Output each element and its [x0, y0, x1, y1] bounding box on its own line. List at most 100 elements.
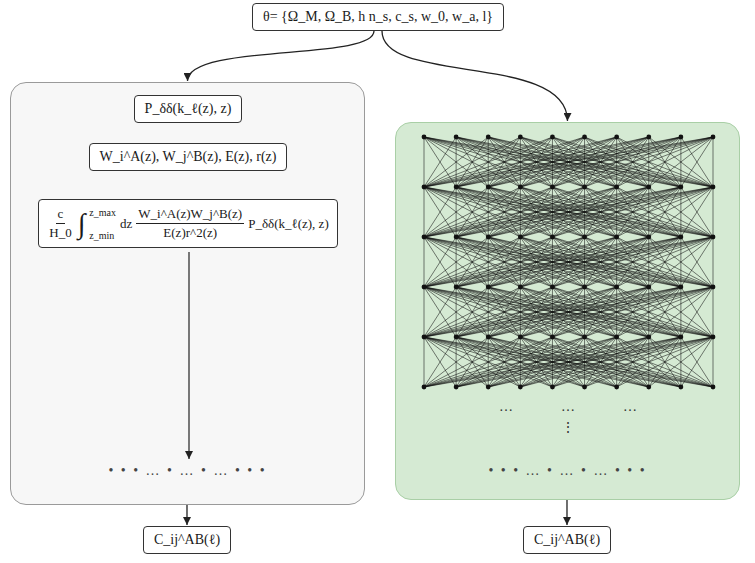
network-neuron — [518, 285, 523, 290]
network-weight — [424, 187, 552, 237]
network-weight — [713, 237, 714, 287]
network-weight — [552, 137, 713, 187]
flow-arrow — [188, 252, 189, 459]
network-neuron — [550, 235, 555, 240]
network-weight — [520, 237, 713, 287]
network-weight — [424, 137, 681, 187]
power-spectrum: P_δδ(k_ℓ(z), z) — [248, 216, 329, 232]
network-weight — [649, 137, 713, 187]
fraction: cH_0 — [47, 206, 73, 241]
network-neuron — [711, 335, 716, 340]
network-weight — [617, 187, 713, 237]
network-neuron — [454, 185, 459, 190]
network-neuron — [678, 335, 683, 340]
network-weight — [424, 337, 552, 387]
network-weight — [424, 187, 456, 237]
network-weight — [424, 187, 456, 237]
numerator: c — [56, 206, 66, 224]
network-weight — [520, 137, 713, 187]
network-neuron — [711, 135, 716, 140]
network-weight — [424, 137, 649, 187]
network-neuron — [486, 135, 491, 140]
network-weight — [424, 287, 585, 337]
network-weight — [713, 337, 714, 387]
network-neuron — [550, 185, 555, 190]
network-weight — [424, 337, 681, 387]
network-weight — [649, 137, 713, 187]
network-weight — [552, 337, 713, 387]
box-text: P_δδ(k_ℓ(z), z) — [145, 101, 232, 116]
network-weight — [424, 237, 520, 287]
network-weight — [681, 187, 713, 237]
network-weight — [424, 287, 713, 337]
network-neuron — [711, 185, 716, 190]
network-weight — [681, 237, 713, 287]
network-weight — [424, 237, 425, 287]
network-weight — [488, 137, 713, 187]
network-weight — [681, 337, 713, 387]
network-weight — [585, 237, 713, 287]
network-weight — [713, 187, 714, 237]
box-text: C_ij^AB(ℓ) — [534, 532, 600, 547]
network-neuron — [486, 185, 491, 190]
network-weight — [424, 287, 425, 337]
network-weight — [681, 287, 713, 337]
network-weight — [617, 287, 713, 337]
network-neuron — [711, 235, 716, 240]
network-weight — [552, 337, 713, 387]
fraction: W_i^A(z)W_j^B(z)E(z)r^2(z) — [136, 206, 244, 241]
model-panel: • • • … • … • … • • •………⋮ — [395, 122, 740, 500]
network-weight — [681, 137, 713, 187]
output-box: C_ij^AB(ℓ) — [523, 526, 611, 554]
flow-arrow — [186, 505, 187, 525]
network-neuron — [550, 385, 555, 390]
network-weight — [617, 137, 713, 187]
network-weight — [552, 237, 713, 287]
network-weight — [424, 287, 585, 337]
network-weight — [424, 137, 520, 187]
upper-limit: z_max — [89, 207, 116, 218]
network-neuron — [422, 285, 427, 290]
network-neuron — [646, 335, 651, 340]
network-weight — [424, 337, 649, 387]
network-weight — [617, 187, 713, 237]
network-weight — [424, 187, 520, 237]
network-weight — [424, 337, 520, 387]
network-weight — [424, 187, 649, 237]
network-weight — [552, 187, 713, 237]
network-weight — [424, 187, 585, 237]
network-weight — [424, 287, 617, 337]
box-text: W_i^A(z), W_j^B(z), E(z), r(z) — [100, 149, 277, 164]
network-weight — [552, 287, 713, 337]
process-box: W_i^A(z), W_j^B(z), E(z), r(z) — [89, 143, 288, 171]
flow-arrow — [382, 31, 568, 121]
network-weight — [424, 337, 617, 387]
network-weight — [424, 287, 617, 337]
network-neuron — [454, 335, 459, 340]
network-weight — [488, 287, 713, 337]
network-neuron — [422, 135, 427, 140]
network-weight — [424, 337, 456, 387]
network-weight — [424, 137, 617, 187]
network-weight — [488, 137, 713, 187]
network-weight — [424, 287, 713, 337]
network-weight — [585, 287, 713, 337]
network-weight — [552, 137, 713, 187]
network-weight — [424, 337, 713, 387]
network-weight — [585, 287, 713, 337]
network-weight — [424, 287, 456, 337]
network-neuron — [614, 285, 619, 290]
flow-arrow — [566, 500, 567, 525]
network-weight — [456, 137, 713, 187]
network-neuron — [486, 385, 491, 390]
network-weight — [488, 237, 713, 287]
network-neuron — [582, 185, 587, 190]
network-weight — [424, 237, 681, 287]
network-neuron — [582, 235, 587, 240]
network-weight — [424, 287, 520, 337]
network-neuron — [646, 285, 651, 290]
network-neuron — [614, 335, 619, 340]
network-weight — [424, 237, 552, 287]
network-weight — [424, 137, 425, 187]
network-weight — [520, 287, 713, 337]
